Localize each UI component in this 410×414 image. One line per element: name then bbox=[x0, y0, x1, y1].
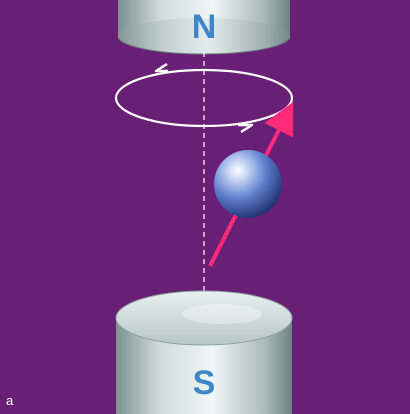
orbit-arrow-back-icon bbox=[154, 62, 168, 73]
south-pole-magnet bbox=[115, 290, 293, 414]
nucleus-sphere-icon bbox=[214, 150, 282, 218]
north-pole-label: N bbox=[192, 8, 217, 46]
north-pole-magnet bbox=[117, 0, 291, 55]
precession-orbit bbox=[114, 62, 294, 134]
orbit-arrow-front-icon bbox=[238, 123, 254, 134]
south-pole-label: S bbox=[193, 364, 216, 402]
panel-label: a bbox=[6, 393, 14, 408]
